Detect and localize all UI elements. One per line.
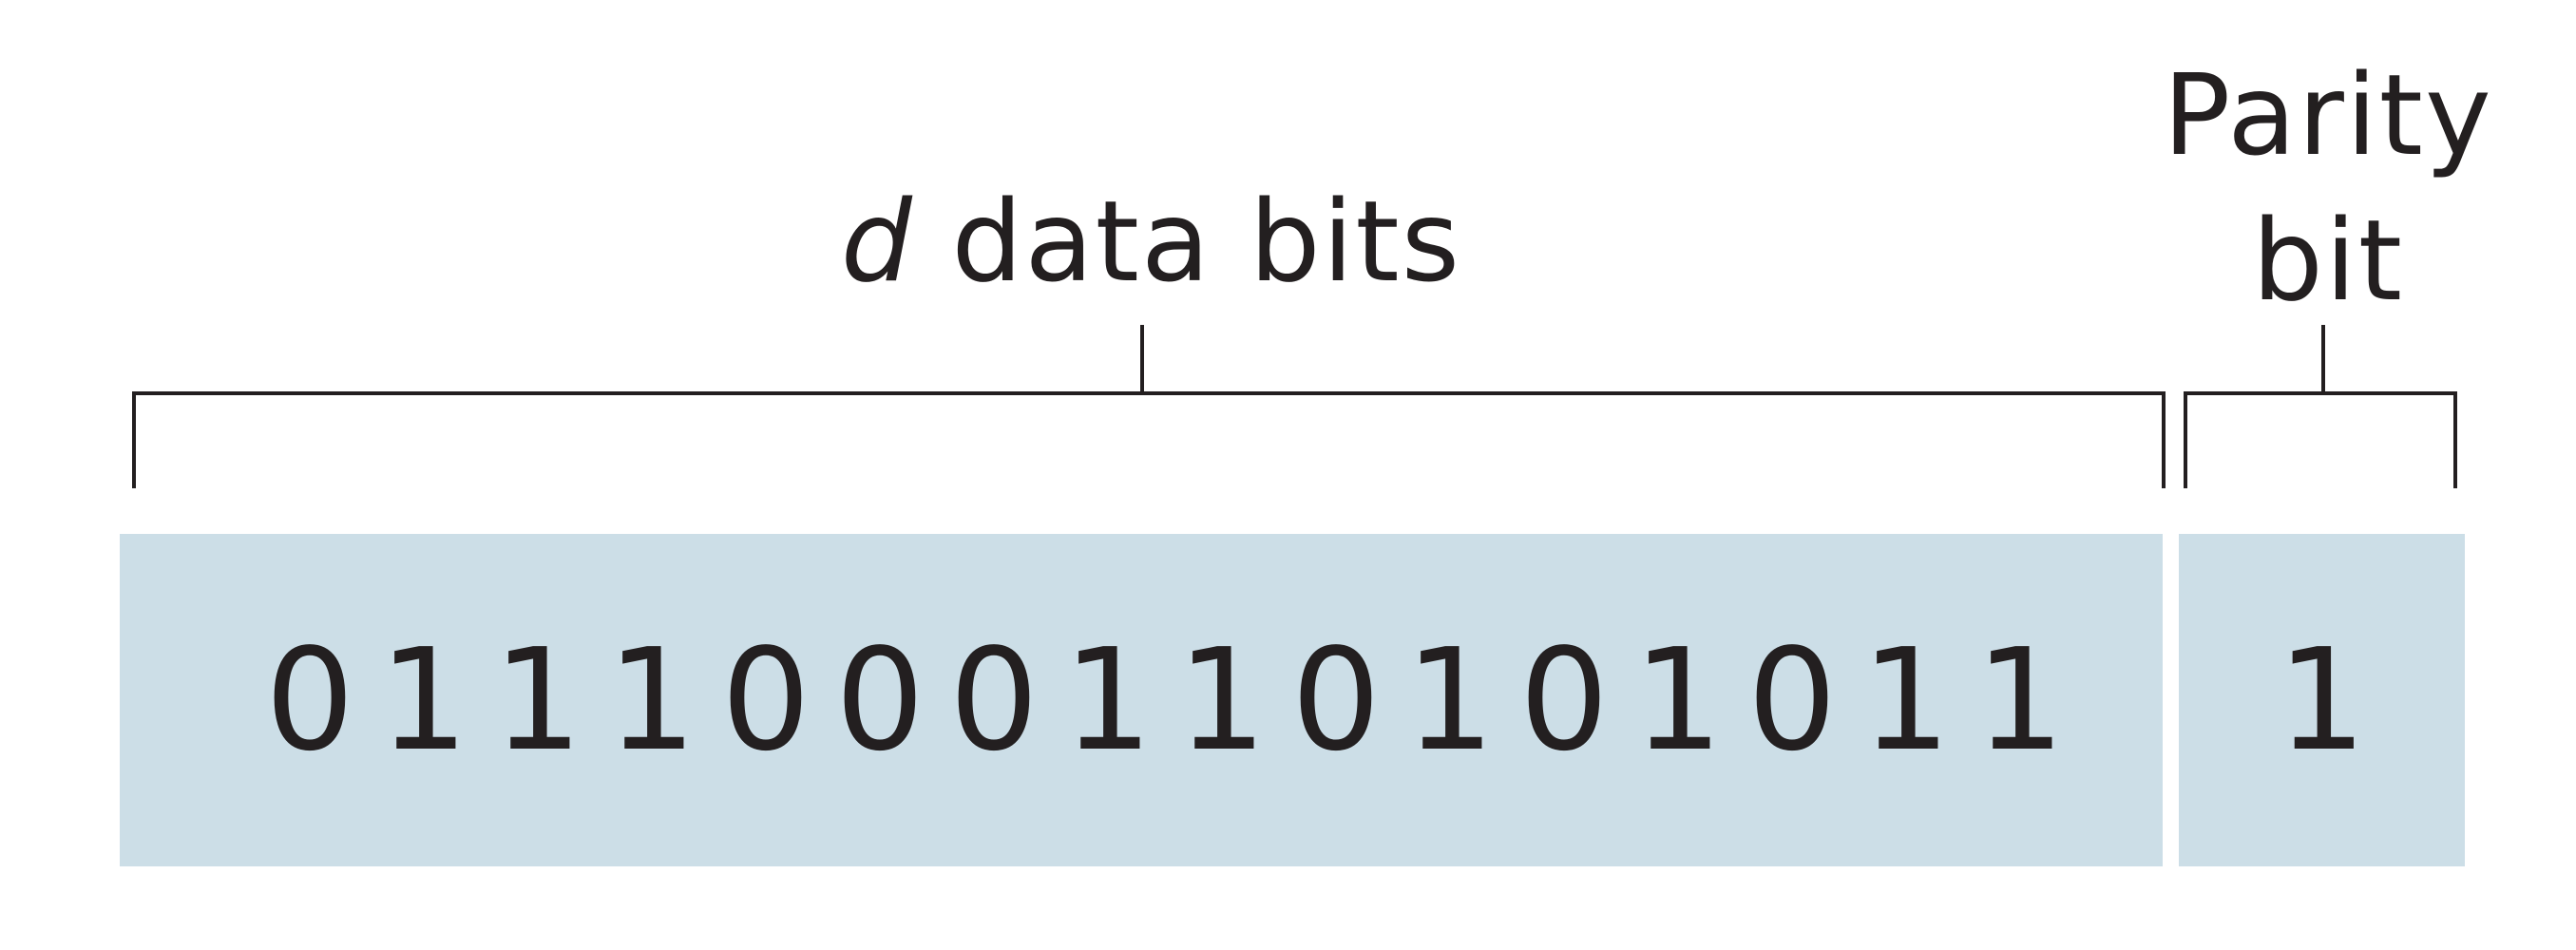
data-bit: 0 — [834, 618, 925, 782]
data-bits-bracket — [132, 325, 2166, 488]
data-bit: 1 — [1062, 618, 1154, 782]
data-bit: 1 — [1404, 618, 1496, 782]
data-bit: 1 — [378, 618, 469, 782]
data-bit: 0 — [264, 618, 355, 782]
data-bits-variable: d — [841, 176, 914, 307]
data-bit: 1 — [1176, 618, 1268, 782]
parity-label-line1: Parity — [2163, 49, 2493, 180]
data-bit: 0 — [948, 618, 1040, 782]
data-bits-text: data bits — [913, 176, 1462, 307]
data-bit: 0 — [1518, 618, 1610, 782]
parity-bit-box: 1 — [2179, 534, 2465, 866]
data-bit: 1 — [492, 618, 583, 782]
parity-bit-label: Parity bit — [2157, 43, 2499, 334]
data-bit: 1 — [1975, 618, 2066, 782]
data-bit: 1 — [1632, 618, 1724, 782]
data-bit: 0 — [720, 618, 811, 782]
parity-bit-bracket — [2184, 325, 2457, 488]
data-bit: 1 — [606, 618, 697, 782]
parity-bit: 1 — [2277, 618, 2367, 782]
data-bit: 0 — [1746, 618, 1838, 782]
data-bit: 0 — [1290, 618, 1382, 782]
data-bit: 1 — [1860, 618, 1952, 782]
parity-label-line2: bit — [2252, 195, 2404, 327]
data-bits-label: d data bits — [841, 185, 1461, 297]
